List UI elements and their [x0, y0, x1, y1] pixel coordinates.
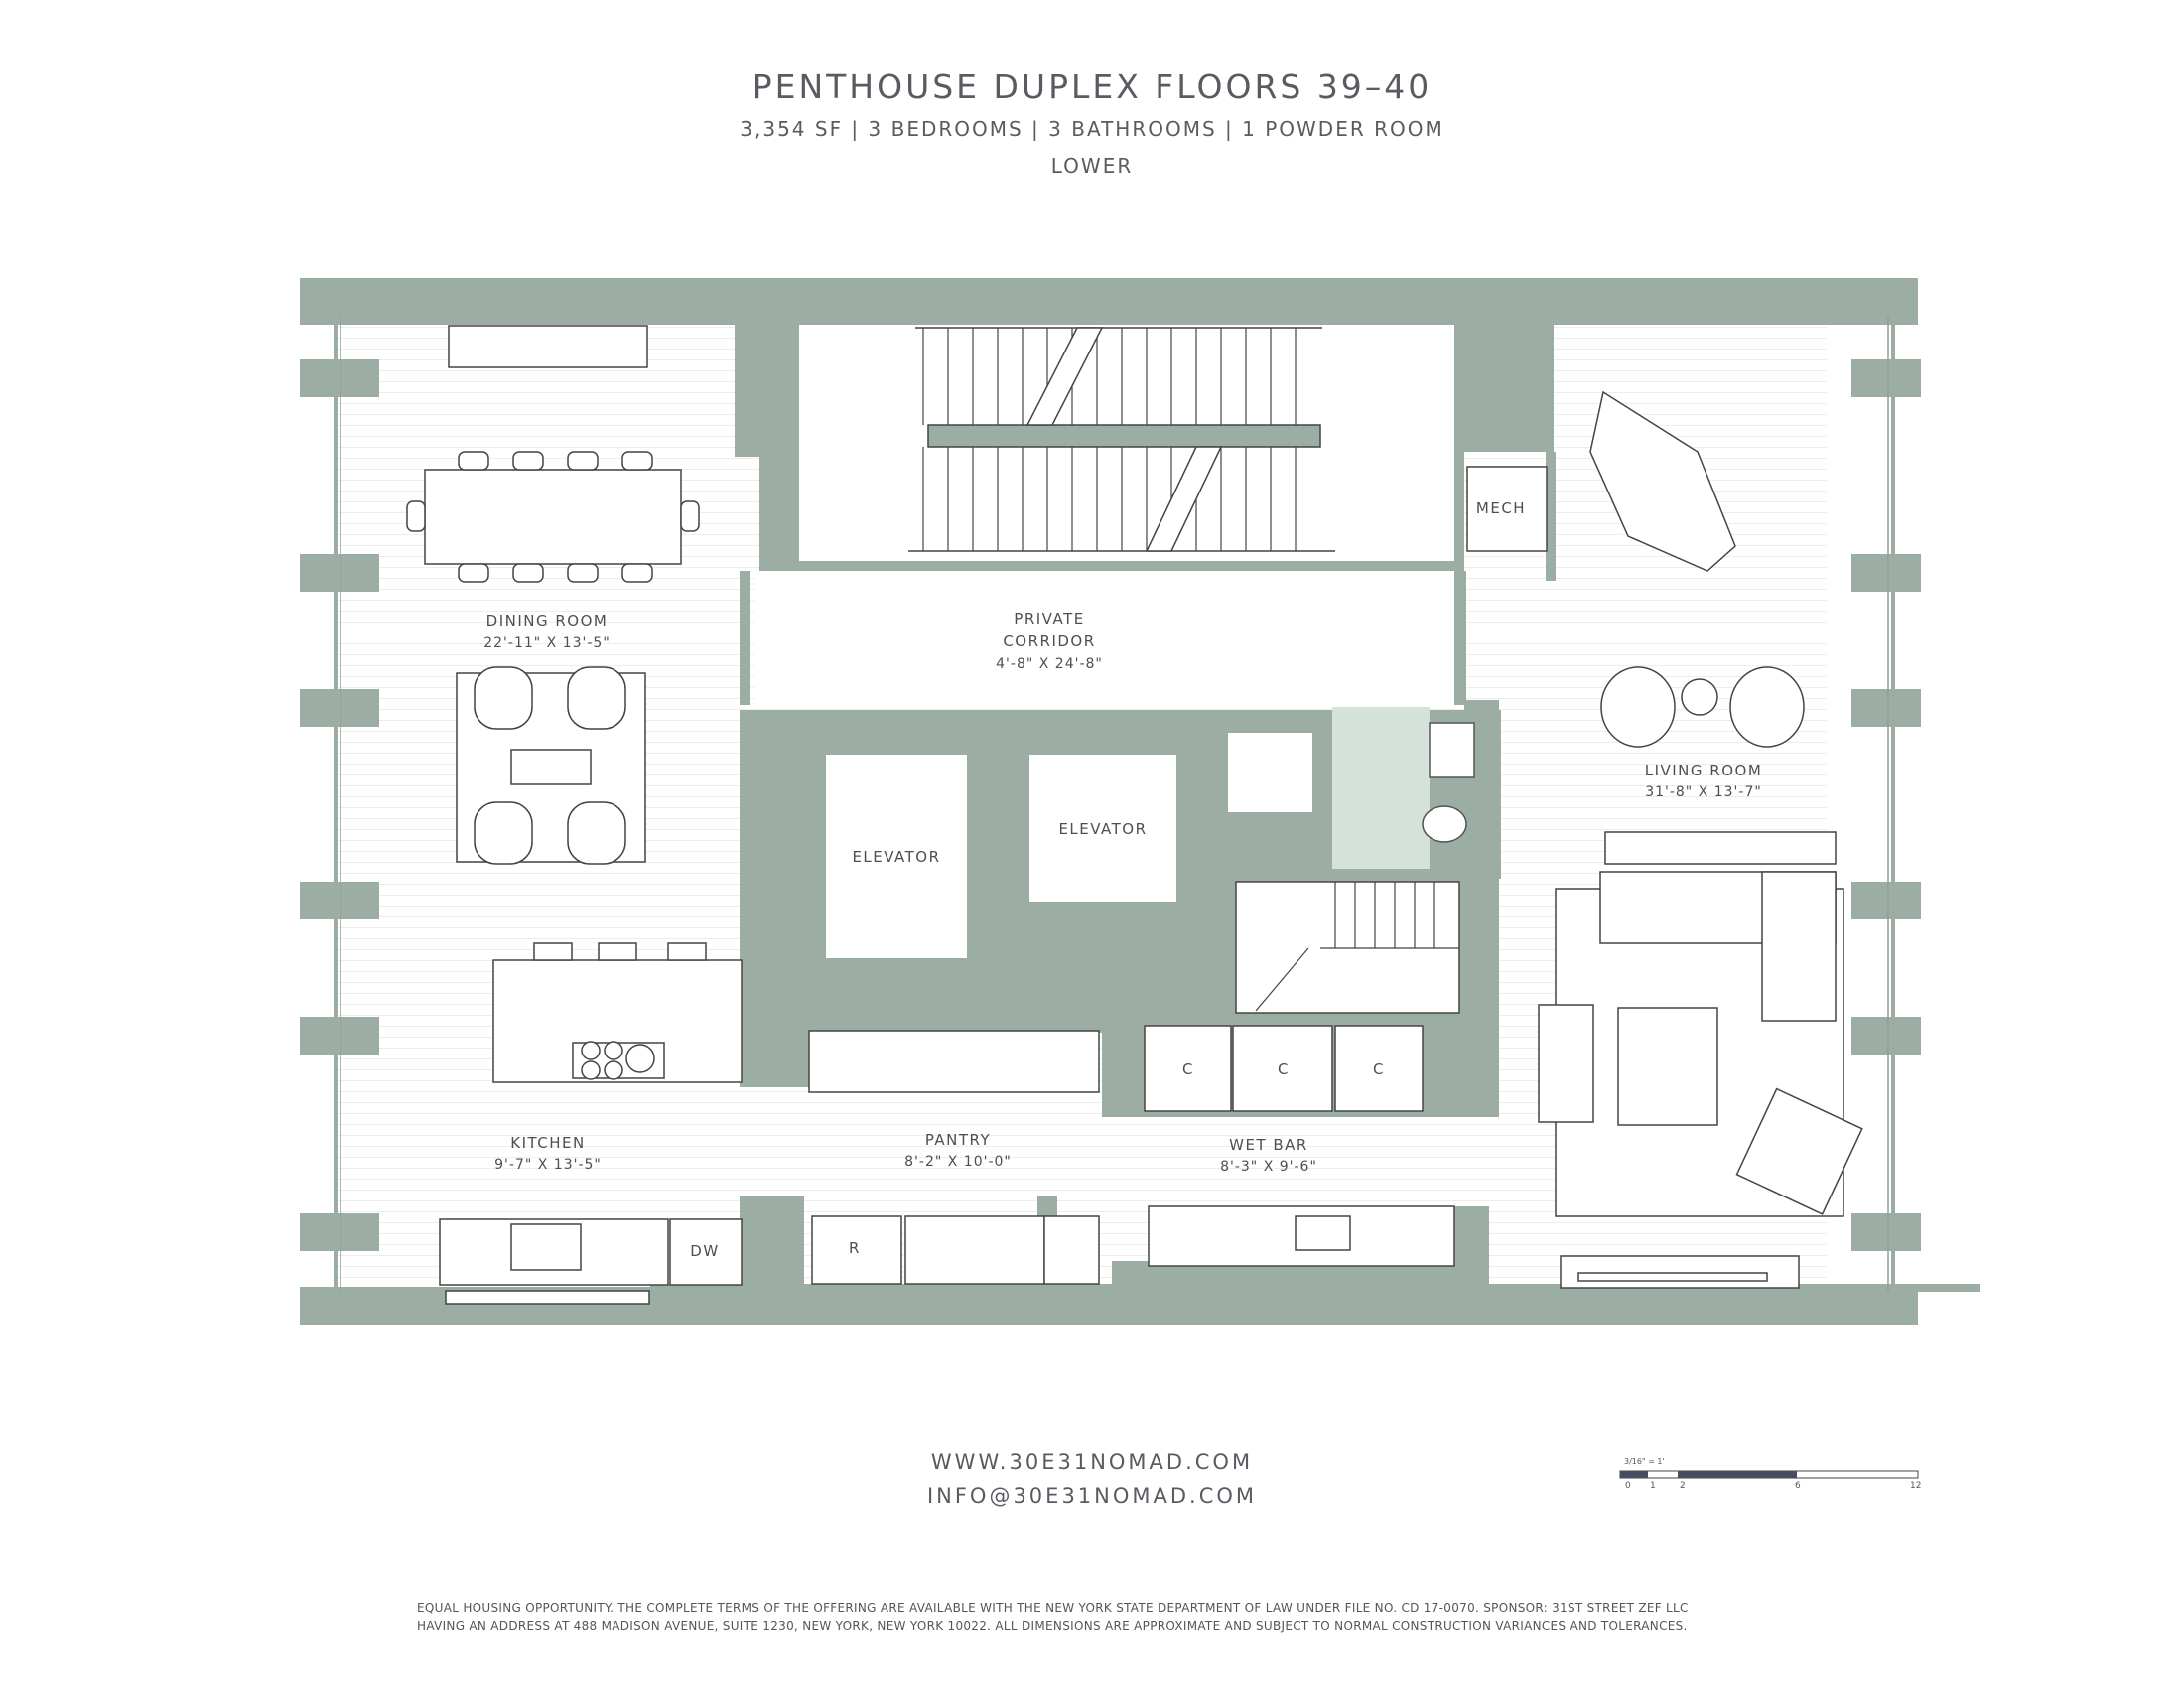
legal-disclaimer-line1: EQUAL HOUSING OPPORTUNITY. THE COMPLETE …	[417, 1601, 1689, 1615]
dining-room-label: DINING ROOM	[486, 612, 609, 630]
living-room-label: LIVING ROOM	[1645, 762, 1763, 779]
scale-tick: 6	[1795, 1481, 1801, 1491]
closet-label: C	[1182, 1060, 1194, 1078]
wet-bar-label: WET BAR	[1229, 1136, 1308, 1154]
living-room-dims: 31'-8" X 13'-7"	[1645, 784, 1762, 800]
living-furniture	[1538, 390, 1863, 1289]
plan-title: PENTHOUSE DUPLEX FLOORS 39–40	[751, 68, 1433, 106]
closet-small	[1228, 733, 1312, 812]
pantry-label: PANTRY	[925, 1131, 991, 1149]
elevator-cab-b	[1029, 755, 1176, 902]
elevator-a-label: ELEVATOR	[852, 848, 940, 866]
main-staircase	[799, 325, 1454, 561]
powder-room	[1332, 707, 1430, 869]
kitchen-label: KITCHEN	[510, 1134, 586, 1152]
corridor-label-line1: PRIVATE	[1014, 610, 1084, 628]
elevator-cab-a	[826, 755, 967, 958]
powder-room-sink	[1429, 722, 1475, 778]
kitchen-dims: 9'-7" X 13'-5"	[494, 1157, 602, 1173]
refrigerator-label: R	[849, 1239, 861, 1257]
website-link[interactable]: WWW.30E31NOMAD.COM	[930, 1450, 1254, 1474]
dining-furniture	[406, 325, 700, 865]
private-corridor	[754, 571, 1454, 705]
closet-label: C	[1373, 1060, 1385, 1078]
corridor-dims: 4'-8" X 24'-8"	[996, 656, 1103, 672]
toilet-icon	[1422, 805, 1467, 843]
floor-level-label: LOWER	[1050, 154, 1134, 178]
scale-tick: 12	[1910, 1481, 1922, 1491]
legal-disclaimer-line2: HAVING AN ADDRESS AT 488 MADISON AVENUE,…	[417, 1619, 1688, 1633]
scale-tick: 1	[1650, 1481, 1656, 1491]
kitchen-fixtures	[439, 942, 1455, 1305]
corridor-label-line2: CORRIDOR	[1003, 633, 1095, 650]
scale-tick: 0	[1625, 1481, 1631, 1491]
dining-room-dims: 22'-11" X 13'-5"	[483, 635, 611, 651]
plan-subtitle: 3,354 SF | 3 BEDROOMS | 3 BATHROOMS | 1 …	[740, 117, 1444, 141]
scale-bar	[1619, 1470, 1919, 1479]
mech-label: MECH	[1476, 499, 1526, 517]
email-link[interactable]: INFO@30E31NOMAD.COM	[926, 1484, 1258, 1508]
secondary-staircase	[1235, 881, 1460, 1014]
wet-bar-dims: 8'-3" X 9'-6"	[1220, 1159, 1317, 1175]
closet-label: C	[1278, 1060, 1290, 1078]
mech-closet	[1466, 466, 1548, 552]
windows	[340, 316, 1889, 1291]
dishwasher-label: DW	[690, 1242, 719, 1260]
elevator-b-label: ELEVATOR	[1058, 820, 1147, 838]
scale-tick: 2	[1680, 1481, 1686, 1491]
scale-label: 3/16" = 1'	[1624, 1457, 1665, 1466]
pantry-dims: 8'-2" X 10'-0"	[904, 1154, 1012, 1170]
closets	[1144, 1025, 1424, 1112]
